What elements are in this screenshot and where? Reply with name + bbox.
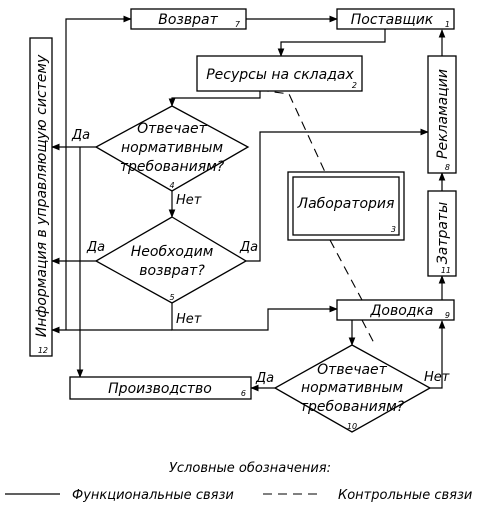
vozvrat-num: 7 [235, 20, 241, 29]
label-da-decision5-left: Да [86, 240, 105, 255]
decision4-line1: Отвечает [137, 121, 208, 137]
legend: Условные обозначения: Функциональные свя… [5, 461, 472, 503]
label-net-decision10: Нет [424, 370, 450, 385]
decision4-line2: нормативным [121, 140, 223, 156]
link-decision5-dovodka [171, 303, 338, 331]
block-vozvrat: Возврат 7 [130, 8, 247, 30]
legend-control-label: Контрольные связи [338, 488, 472, 503]
control-dovodka-decision10 [361, 319, 376, 346]
block-resursy: Ресурсы на складах 2 [196, 55, 363, 92]
reklamacii-num: 8 [445, 163, 450, 172]
postavshik-label: Поставщик [351, 12, 434, 28]
decision10-line3: требованиям? [300, 399, 405, 415]
label-net-decision4: Нет [176, 193, 202, 208]
link-resursy-decision4 [168, 91, 261, 107]
decision5-line2: возврат? [139, 263, 205, 279]
block-postavshik: Поставщик 1 [336, 8, 455, 30]
block-decision4: Отвечает нормативным требованиям? 4 [94, 105, 250, 192]
block-decision10: Отвечает нормативным требованиям? 10 [273, 344, 432, 433]
block-decision5: Необходим возврат? 5 [94, 216, 248, 304]
link-decision10-dovodka [430, 320, 446, 389]
dovodka-num: 9 [445, 311, 450, 320]
block-dovodka: Доводка 9 [336, 299, 455, 321]
informaciya-label: Информация в управляющую систему [34, 54, 50, 337]
functional-links [51, 15, 446, 392]
vozvrat-label: Возврат [158, 12, 218, 28]
label-da-decision5-right: Да [239, 240, 258, 255]
decision5-line1: Необходим [131, 244, 214, 260]
decision4-num: 4 [169, 181, 174, 190]
legend-title: Условные обозначения: [169, 461, 331, 476]
proizvodstvo-num: 6 [241, 389, 246, 398]
postavshik-num: 1 [445, 20, 450, 29]
decision10-line2: нормативным [301, 380, 403, 396]
dovodka-label: Доводка [369, 303, 433, 319]
proizvodstvo-label: Производство [108, 381, 212, 397]
laboratoriya-num: 3 [391, 225, 396, 234]
link-bus-vozvrat [65, 15, 132, 330]
control-laboratoriya-dovodka [329, 239, 363, 301]
block-zatraty: Затраты 11 [427, 190, 457, 277]
zatraty-label: Затраты [435, 202, 451, 264]
block-proizvodstvo: Производство 6 [69, 376, 252, 400]
label-da-decision4: Да [71, 128, 90, 143]
decision5-num: 5 [169, 293, 174, 302]
link-postavshik-resursy [277, 29, 386, 57]
decision10-line1: Отвечает [317, 362, 388, 378]
block-laboratoriya: Лаборатория 3 [287, 171, 405, 241]
informaciya-num: 12 [38, 346, 48, 355]
branch-labels: Да Нет Да Да Нет Да Нет [71, 128, 450, 386]
decision4-line3: требованиям? [120, 159, 225, 175]
block-informaciya: Информация в управляющую систему 12 [29, 37, 53, 357]
decision10-num: 10 [347, 422, 357, 431]
reklamacii-label: Рекламации [435, 69, 451, 159]
resursy-num: 2 [352, 81, 357, 90]
label-da-decision10: Да [255, 371, 274, 386]
label-net-decision5: Нет [176, 312, 202, 327]
block-reklamacii: Рекламации 8 [427, 55, 457, 174]
zatraty-num: 11 [441, 266, 451, 275]
control-resursy-laboratoriya [229, 85, 326, 173]
resursy-label: Ресурсы на складах [206, 67, 354, 83]
legend-functional-label: Функциональные связи [72, 488, 234, 503]
link-decision5-reklamacii [246, 128, 429, 262]
laboratoriya-label: Лаборатория [297, 196, 395, 212]
